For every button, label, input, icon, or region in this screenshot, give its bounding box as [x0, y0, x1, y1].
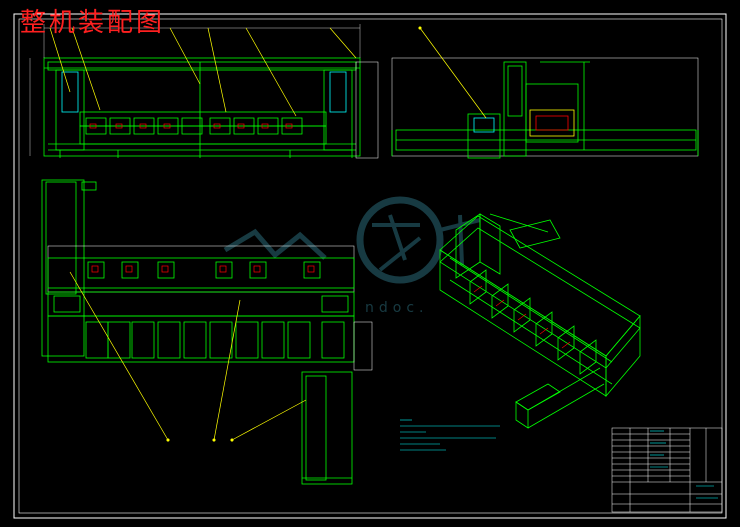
side-view — [391, 57, 699, 159]
title-block-cyan-text — [650, 430, 718, 499]
front-view-dimensions — [29, 24, 361, 156]
plan-view — [41, 179, 373, 485]
inner-frame — [18, 18, 723, 514]
front-view — [43, 57, 379, 159]
title-block — [611, 427, 723, 513]
outer-frame — [13, 13, 727, 519]
technical-notes — [400, 419, 500, 451]
watermark-text: ndoc. — [365, 300, 428, 316]
isometric-view — [439, 213, 641, 429]
watermark-logo: ndoc. — [223, 196, 481, 316]
isometric-view-red-details — [473, 285, 571, 349]
front-view-red-details — [89, 123, 293, 129]
plan-view-red-details — [91, 265, 315, 273]
drawing-title: 整机装配图 — [20, 8, 166, 38]
leader-lines — [49, 26, 487, 442]
